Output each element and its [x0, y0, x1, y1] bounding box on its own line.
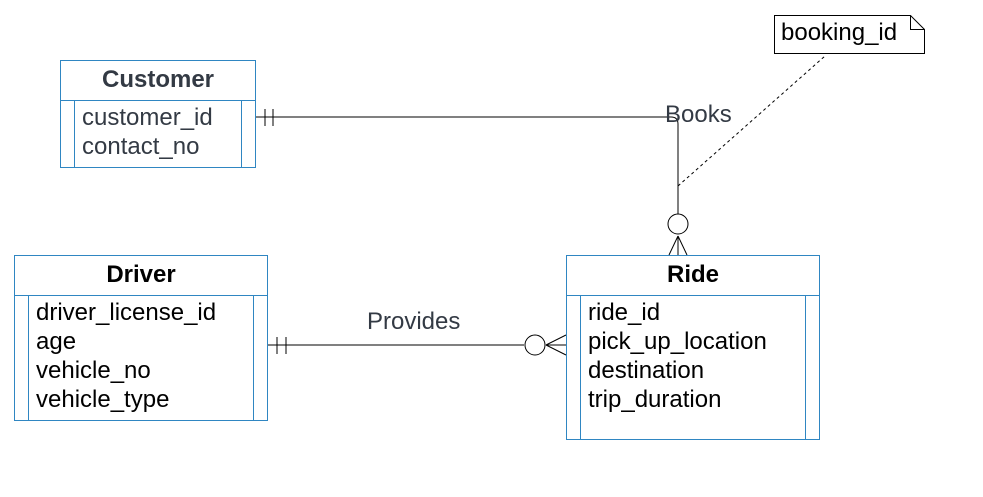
books-line — [256, 116, 679, 214]
note-link-dashed — [677, 55, 826, 187]
booking-note-text: booking_id — [781, 19, 898, 46]
customer-entity[interactable]: Customer customer_id contact_no — [60, 60, 256, 168]
driver-attributes: driver_license_id age vehicle_no vehicle… — [28, 295, 254, 420]
books-zero-circle — [667, 213, 689, 235]
ride-attr-pick-up-location: pick_up_location — [588, 328, 767, 355]
booking-note[interactable]: booking_id — [774, 15, 924, 53]
note-shape — [774, 15, 925, 54]
ride-entity-title: Ride — [567, 256, 819, 296]
customer-entity-title: Customer — [61, 61, 255, 101]
customer-attr-customer-id: customer_id — [82, 104, 213, 131]
ride-attributes: ride_id pick_up_location destination tri… — [580, 295, 806, 439]
provides-connector — [267, 334, 567, 356]
customer-attributes: customer_id contact_no — [74, 100, 242, 167]
driver-entity-title: Driver — [15, 256, 267, 296]
customer-attr-contact-no: contact_no — [82, 133, 200, 160]
provides-crow-bottom — [545, 344, 567, 356]
ride-attr-trip-duration: trip_duration — [588, 386, 722, 413]
books-label: Books — [665, 101, 732, 128]
books-crow-left — [668, 235, 679, 256]
provides-crow-top — [545, 334, 567, 346]
driver-entity[interactable]: Driver driver_license_id age vehicle_no … — [14, 255, 268, 421]
driver-attr-license-id: driver_license_id — [36, 299, 217, 326]
books-crow-right — [677, 235, 688, 256]
ride-attr-destination: destination — [588, 357, 705, 384]
books-connector — [256, 109, 689, 256]
driver-attr-vehicle-no: vehicle_no — [36, 357, 151, 384]
provides-zero-circle — [524, 334, 546, 356]
driver-attr-vehicle-type: vehicle_type — [36, 386, 170, 413]
ride-entity[interactable]: Ride ride_id pick_up_location destinatio… — [566, 255, 820, 440]
provides-label: Provides — [367, 308, 461, 335]
driver-attr-age: age — [36, 328, 77, 355]
ride-attr-ride-id: ride_id — [588, 299, 661, 326]
